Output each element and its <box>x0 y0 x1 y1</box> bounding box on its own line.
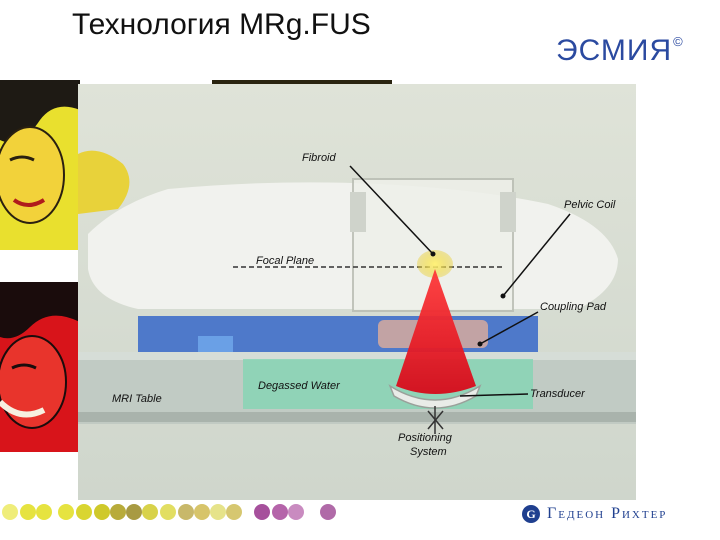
decorative-dots <box>2 504 336 520</box>
patient-hair <box>78 150 130 214</box>
slide-title: Технология MRg.FUS <box>72 8 371 41</box>
dot <box>320 504 336 520</box>
dot <box>226 504 242 520</box>
table-top-edge <box>78 352 636 360</box>
degassed-water-area <box>243 359 533 409</box>
esmia-logo-text: ЭСМИЯ <box>556 34 673 67</box>
dot <box>210 504 226 520</box>
coil-connector <box>198 336 233 352</box>
gedeon-richter-mark-icon: G <box>522 505 540 523</box>
dot <box>2 504 18 520</box>
label-degassed-water: Degassed Water <box>258 380 341 392</box>
label-fibroid: Fibroid <box>302 152 337 164</box>
label-positioning-line1: Positioning <box>398 432 453 444</box>
dot <box>58 504 74 520</box>
esmia-logo: ЭСМИЯ© <box>556 34 684 68</box>
dot <box>160 504 176 520</box>
dot <box>94 504 110 520</box>
leader-fibroid-dot <box>430 251 436 257</box>
popart-photo-top <box>0 80 80 250</box>
gedeon-richter-logo: G Гедеон Рихтер <box>522 503 667 525</box>
leader-coupling-pad <box>479 311 539 345</box>
leader-transducer <box>459 393 529 397</box>
dot <box>254 504 270 520</box>
ultrasound-beam <box>396 269 476 394</box>
dot <box>272 504 288 520</box>
dot <box>36 504 52 520</box>
dot <box>126 504 142 520</box>
mrgfus-diagram: Fibroid Pelvic Coil Focal Plane Coupling… <box>78 84 636 500</box>
dot <box>288 504 304 520</box>
leader-coupling-pad-dot <box>477 341 483 347</box>
transducer-shape <box>388 384 482 409</box>
label-focal-plane: Focal Plane <box>256 255 314 267</box>
popart-photo-bottom <box>0 282 80 452</box>
label-mri-table: MRI Table <box>112 393 162 405</box>
focal-spot <box>417 250 453 278</box>
pelvic-coil-right-post <box>500 192 516 232</box>
leader-pelvic-coil-dot <box>500 293 506 299</box>
dot <box>178 504 194 520</box>
dot <box>20 504 36 520</box>
gedeon-richter-text: Гедеон Рихтер <box>547 505 668 522</box>
label-positioning-line2: System <box>410 446 447 458</box>
dot <box>194 504 210 520</box>
dot <box>110 504 126 520</box>
leader-fibroid <box>349 165 434 255</box>
copyright-mark: © <box>673 34 684 49</box>
pelvic-coil-left-post <box>350 192 366 232</box>
dot <box>76 504 92 520</box>
label-coupling-pad: Coupling Pad <box>540 301 607 313</box>
leader-pelvic-coil <box>502 213 571 297</box>
label-transducer: Transducer <box>530 388 586 400</box>
dot <box>142 504 158 520</box>
table-bottom-rail <box>78 412 636 422</box>
label-pelvic-coil: Pelvic Coil <box>564 199 616 211</box>
